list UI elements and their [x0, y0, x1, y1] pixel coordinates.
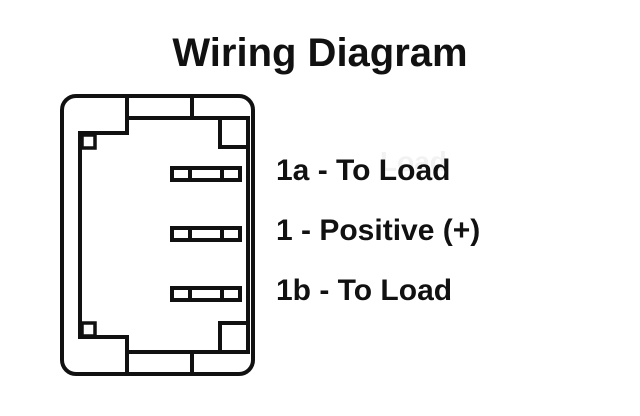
terminal-label-1a: 1a - To Load	[276, 154, 451, 187]
terminal-1	[170, 226, 242, 242]
rocker-switch-diagram	[50, 85, 265, 385]
inner-notch-top-left-icon	[80, 133, 97, 150]
inner-notch-top-right-icon	[218, 116, 250, 149]
terminal-label-1b: 1b - To Load	[276, 274, 453, 307]
terminal-legend: 1a - To Load 1 - Positive (+) 1b - To Lo…	[276, 140, 636, 330]
inner-notch-bottom-left-icon	[80, 321, 97, 338]
switch-svg	[60, 94, 255, 376]
terminal-1b	[170, 286, 242, 302]
terminal-label-1: 1 - Positive (+)	[276, 214, 481, 247]
page-title: Wiring Diagram	[172, 31, 468, 75]
inner-notch-bottom-right-icon	[218, 321, 250, 354]
terminal-1a	[170, 166, 242, 182]
